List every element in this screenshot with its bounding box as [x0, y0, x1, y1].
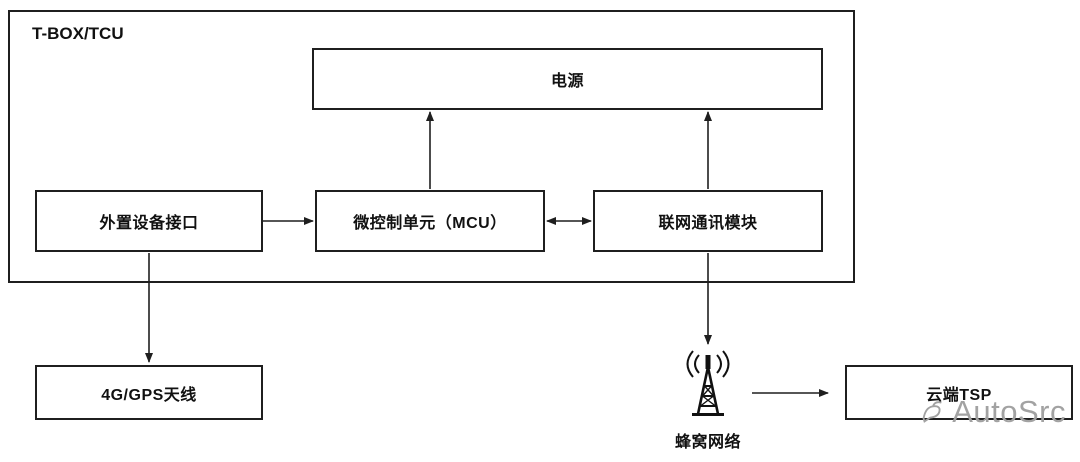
cellular-tower-icon	[686, 350, 730, 416]
tbox-container-box: T-BOX/TCU	[8, 10, 855, 283]
node-cloud-tsp: 云端TSP	[845, 365, 1073, 420]
watermark-text: AutoSrc	[952, 394, 1066, 429]
node-4g-gps-antenna: 4G/GPS天线	[35, 365, 263, 420]
node-external-interface: 外置设备接口	[35, 190, 263, 252]
node-power-supply: 电源	[312, 48, 823, 110]
autosrc-logo-icon	[922, 401, 942, 423]
node-mcu: 微控制单元（MCU）	[315, 190, 545, 252]
node-network-module: 联网通讯模块	[593, 190, 823, 252]
watermark: AutoSrc	[917, 390, 1066, 434]
cellular-network-label: 蜂窝网络	[674, 434, 741, 451]
tbox-title: T-BOX/TCU	[32, 24, 124, 43]
